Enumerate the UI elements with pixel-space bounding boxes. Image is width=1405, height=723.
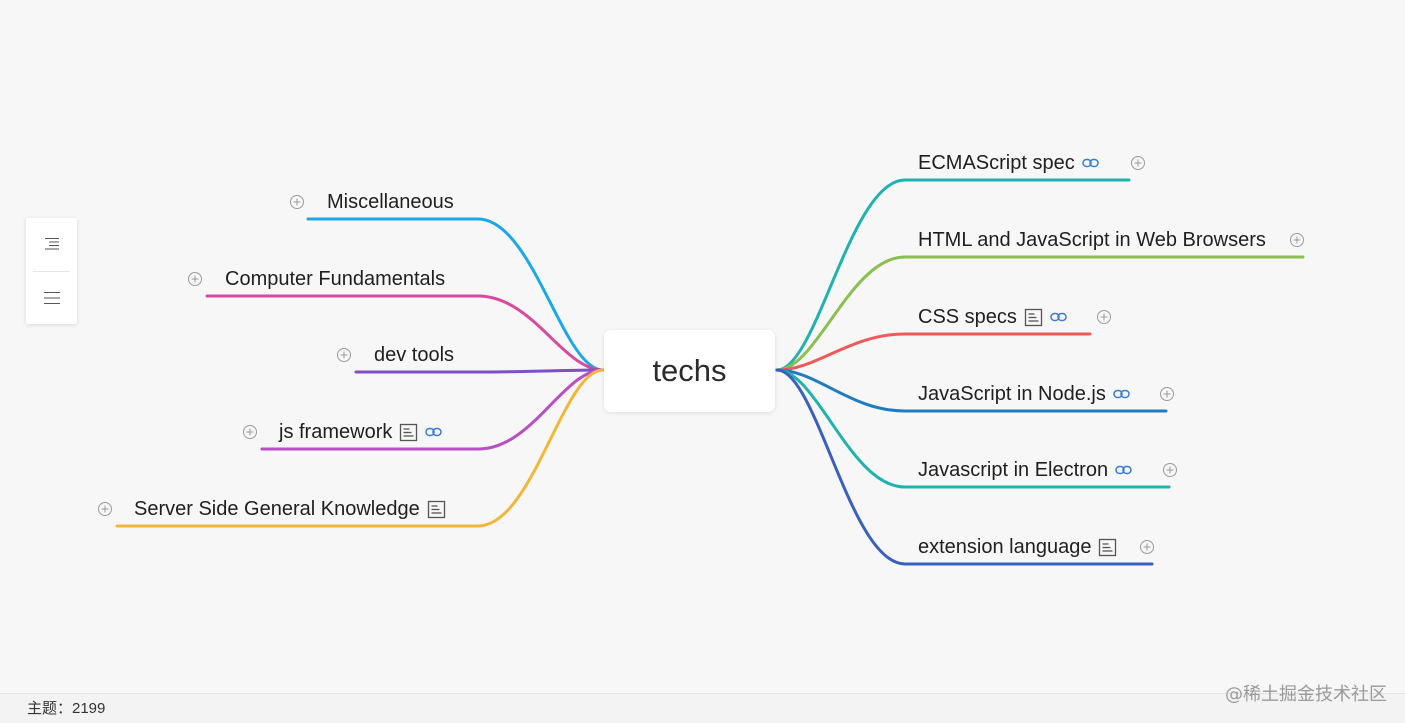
expand-plus-icon[interactable] — [97, 501, 113, 517]
branch-label: dev tools — [374, 344, 455, 366]
expand-plus-icon[interactable] — [1289, 232, 1305, 248]
menu-button[interactable] — [26, 272, 77, 324]
note-icon[interactable] — [1098, 538, 1117, 557]
connector-right-2 — [775, 332, 1092, 372]
root-label: techs — [652, 353, 727, 388]
menu-icon — [43, 292, 60, 304]
link-icon[interactable] — [1050, 312, 1067, 322]
root-node[interactable]: techs — [604, 330, 775, 412]
expand-plus-icon[interactable] — [336, 347, 352, 363]
note-icon[interactable] — [399, 423, 418, 442]
expand-plus-icon[interactable] — [289, 194, 305, 210]
branch-label: Miscellaneous — [327, 191, 454, 213]
branch-label: CSS specs — [918, 306, 1017, 328]
outline-view-button[interactable] — [26, 218, 77, 270]
expand-plus-icon[interactable] — [1159, 386, 1175, 402]
branch-node-css-specs[interactable]: CSS specs — [918, 303, 1112, 331]
branch-label: JavaScript in Node.js — [918, 383, 1106, 405]
expand-plus-icon[interactable] — [1096, 309, 1112, 325]
expand-plus-icon[interactable] — [187, 271, 203, 287]
branch-node-dev-tools[interactable]: dev tools — [336, 341, 454, 369]
branch-node-computer-fundamentals[interactable]: Computer Fundamentals — [187, 265, 445, 293]
branch-node-javascript-in-nodejs[interactable]: JavaScript in Node.js — [918, 380, 1175, 408]
connector-left-2 — [354, 368, 605, 374]
branch-label: ECMAScript spec — [918, 152, 1075, 174]
branch-label: Server Side General Knowledge — [134, 498, 420, 520]
branch-label: extension language — [918, 536, 1092, 558]
branch-label: Javascript in Electron — [918, 459, 1109, 481]
note-icon[interactable] — [427, 500, 446, 519]
branch-node-html-and-javascript-in-web-browsers[interactable]: HTML and JavaScript in Web Browsers — [918, 226, 1305, 254]
expand-plus-icon[interactable] — [1130, 155, 1146, 171]
branch-node-server-side-general-knowledge[interactable]: Server Side General Knowledge — [97, 495, 446, 523]
toolbar-divider — [33, 271, 70, 272]
note-icon[interactable] — [1024, 308, 1043, 327]
view-toolbar — [26, 218, 77, 324]
link-icon[interactable] — [1081, 158, 1099, 168]
branch-label: js framework — [279, 421, 393, 443]
branch-node-js-framework[interactable]: js framework — [242, 418, 443, 446]
expand-plus-icon[interactable] — [1162, 462, 1178, 478]
branch-node-ecmascript-spec[interactable]: ECMAScript spec — [918, 149, 1146, 177]
status-bar: 主题：2199 — [0, 693, 1405, 723]
expand-plus-icon[interactable] — [1139, 539, 1155, 555]
branch-label: Computer Fundamentals — [225, 268, 446, 290]
branch-node-javascript-in-electron[interactable]: Javascript in Electron — [918, 456, 1178, 484]
link-icon[interactable] — [425, 427, 443, 437]
connector-right-0 — [775, 178, 1131, 372]
link-icon[interactable] — [1115, 465, 1132, 475]
branch-node-miscellaneous[interactable]: Miscellaneous — [289, 188, 454, 216]
expand-plus-icon[interactable] — [242, 424, 258, 440]
branch-node-extension-language[interactable]: extension language — [918, 533, 1155, 561]
outline-list-icon — [44, 238, 59, 250]
branch-label: HTML and JavaScript in Web Browsers — [918, 229, 1266, 251]
topic-count: 主题：2199 — [27, 700, 106, 717]
watermark: @稀土掘金技术社区 — [1225, 684, 1387, 705]
link-icon[interactable] — [1113, 389, 1130, 399]
